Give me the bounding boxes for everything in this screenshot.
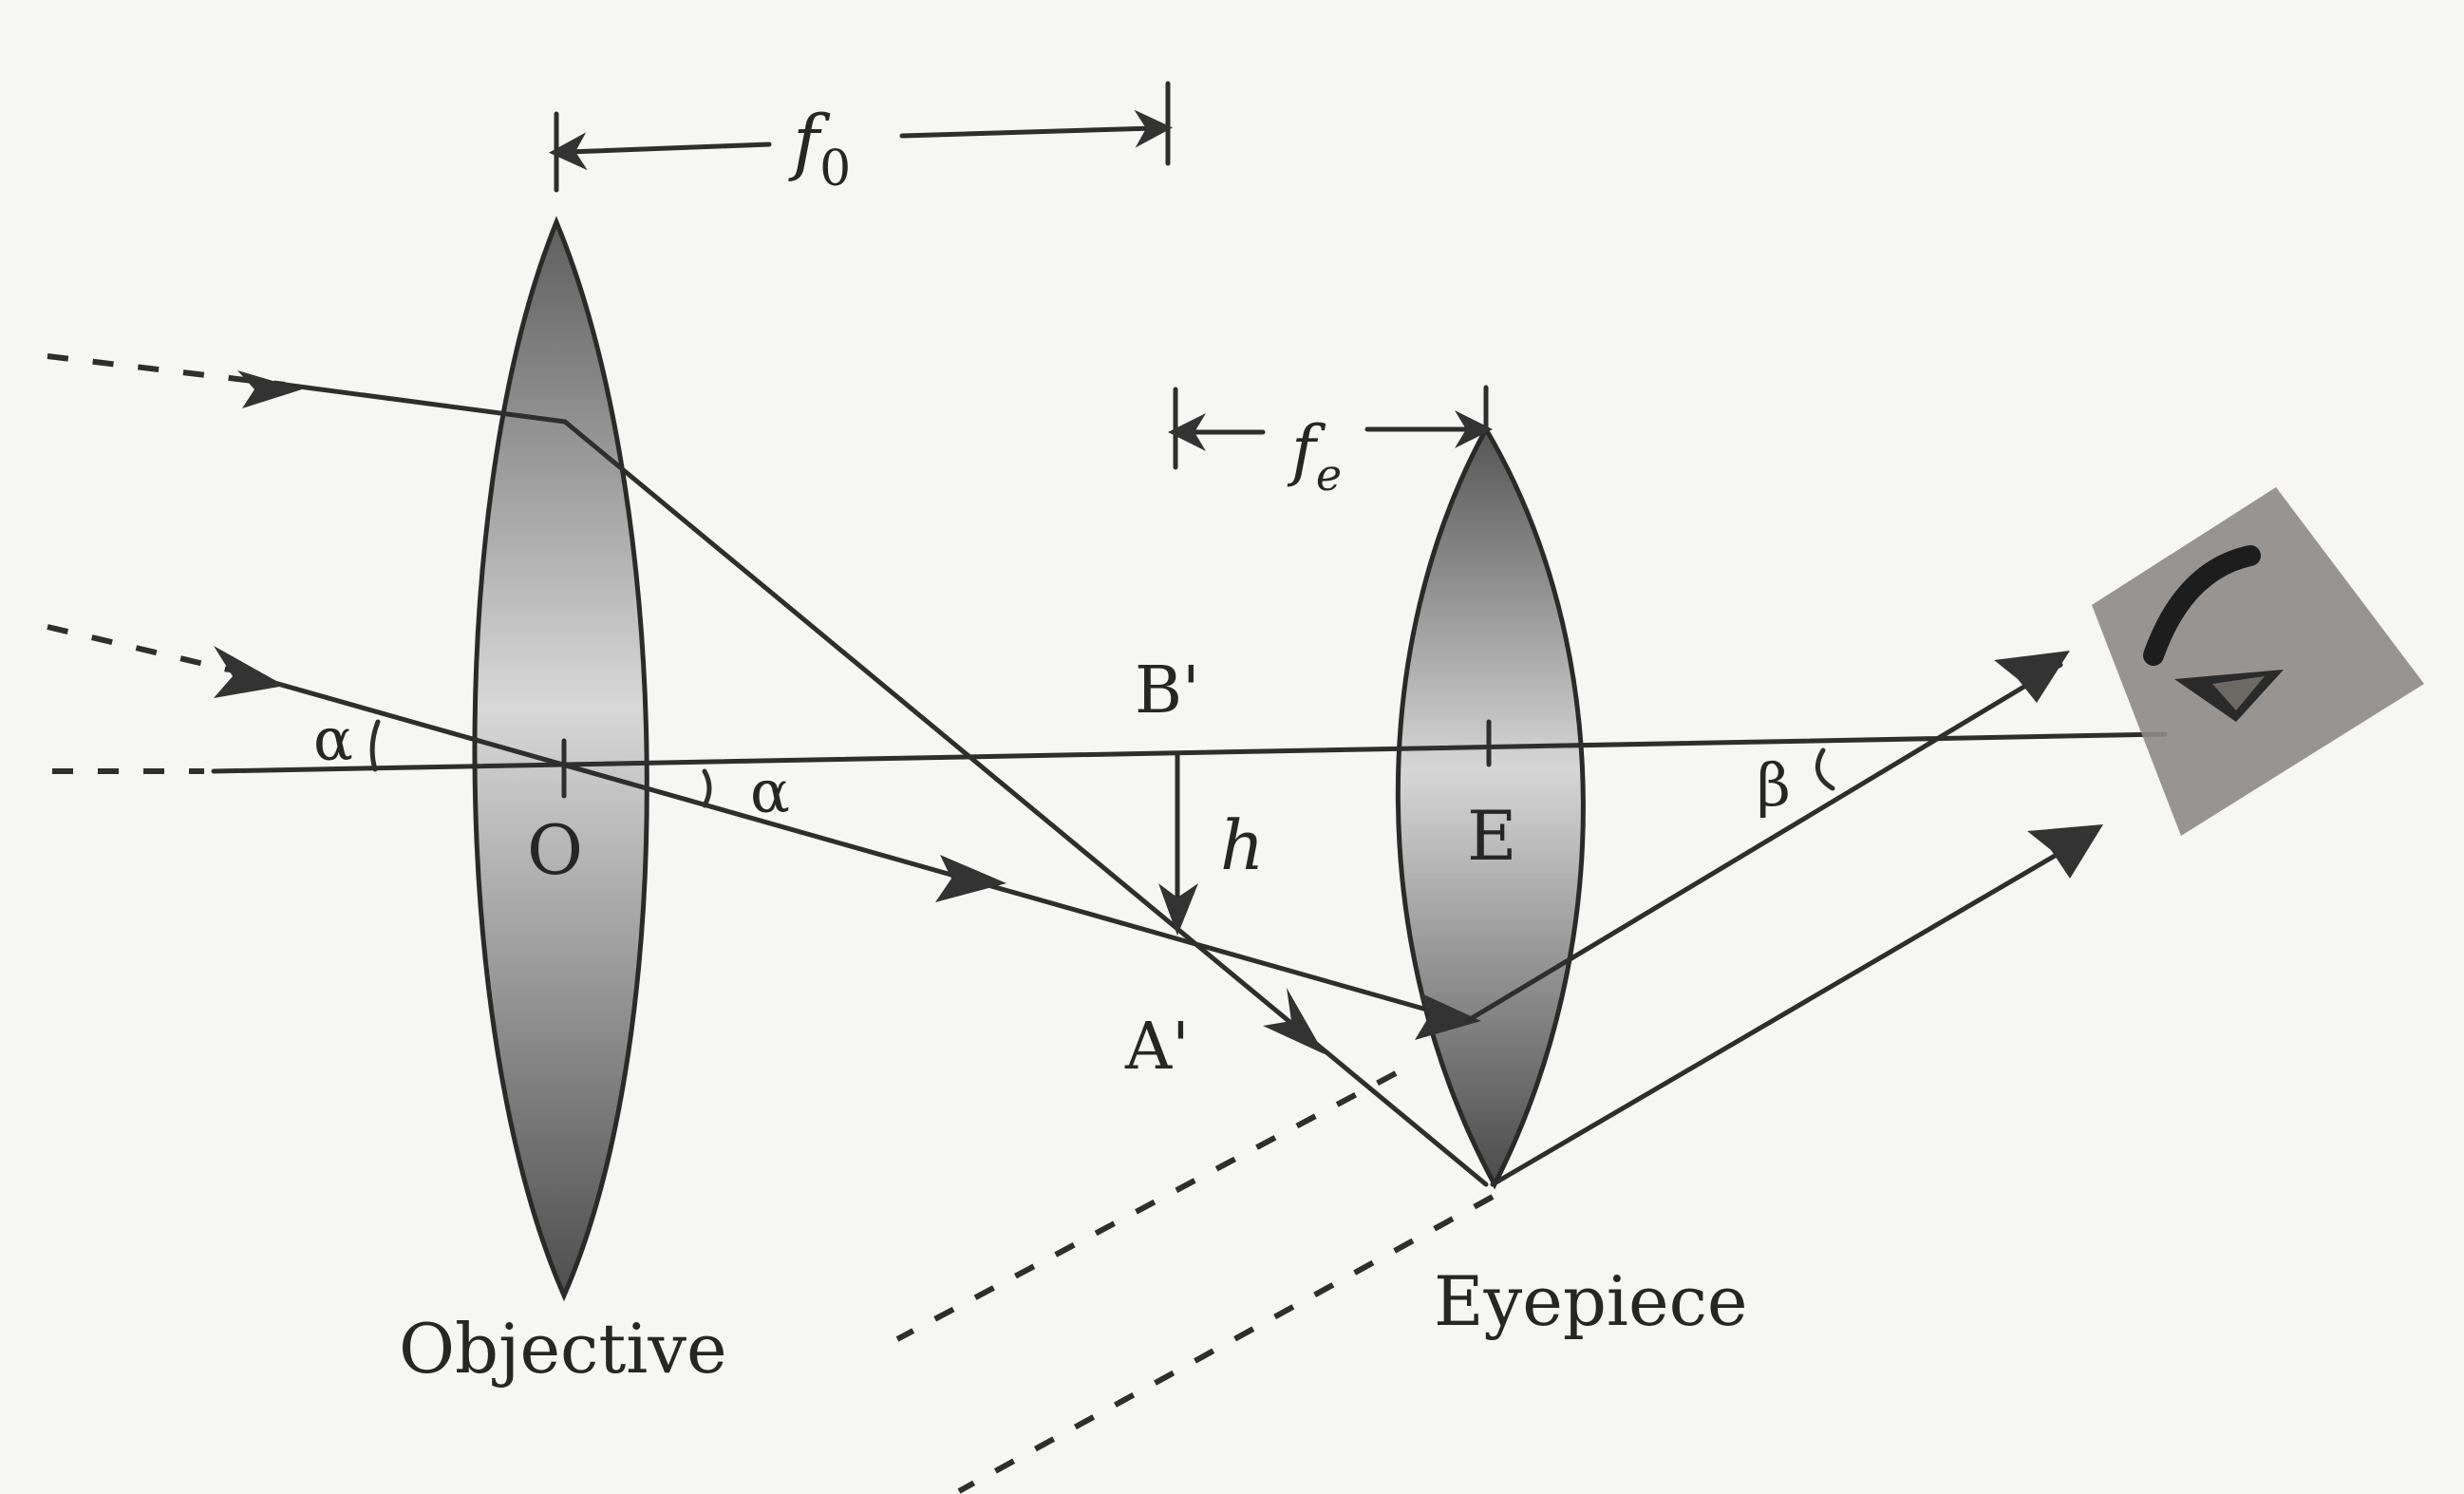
eyepiece-center-label: E xyxy=(1467,796,1517,876)
alpha-right-label: α xyxy=(750,757,790,826)
image-top-label: B' xyxy=(1135,653,1200,728)
principal-axis xyxy=(211,731,2168,774)
ray-2-arrow xyxy=(214,646,285,698)
ray-2 xyxy=(225,667,1470,1024)
ray-2-arrow-3 xyxy=(1415,993,1481,1040)
alpha-left-label: α xyxy=(313,705,353,774)
angle-arc-alpha-left xyxy=(369,719,381,772)
ray-1-refracted xyxy=(562,419,1489,1187)
ray-1-incident xyxy=(282,382,568,425)
emergent-ray-1-arrow xyxy=(1994,651,2070,703)
fe-label: fe xyxy=(1287,411,1342,501)
angle-arc-beta xyxy=(1815,747,1835,791)
virtual-ray-1 xyxy=(895,1070,1398,1342)
image-bottom-label: A' xyxy=(1124,1010,1190,1085)
image-arrowhead xyxy=(1158,883,1198,936)
eyepiece-focal-dimension xyxy=(1168,385,1493,470)
objective-focal-dimension xyxy=(549,81,1173,193)
image-height-label: h xyxy=(1220,805,1264,885)
objective-lens xyxy=(472,216,649,1302)
eye-icon xyxy=(2092,487,2424,836)
ray-1-dashed xyxy=(47,353,286,388)
beta-label: β xyxy=(1757,750,1791,820)
angle-arc-alpha-right xyxy=(702,768,712,808)
ray-1-arrow xyxy=(237,370,302,408)
ray-2-arrow-2 xyxy=(935,855,1006,902)
ray-2-dashed xyxy=(47,624,229,672)
objective-name-label: Objective xyxy=(399,1309,727,1389)
emergent-ray-2 xyxy=(1490,833,2092,1187)
emergent-ray-2-arrow xyxy=(2027,824,2103,879)
ray-1-arrow-2 xyxy=(1263,988,1325,1054)
eyepiece-name-label: Eyepiece xyxy=(1434,1261,1748,1341)
virtual-ray-2 xyxy=(957,1194,1495,1494)
f0-label: f0 xyxy=(788,99,851,198)
emergent-ray-1 xyxy=(1464,662,2063,1024)
objective-center-label: O xyxy=(527,810,583,890)
